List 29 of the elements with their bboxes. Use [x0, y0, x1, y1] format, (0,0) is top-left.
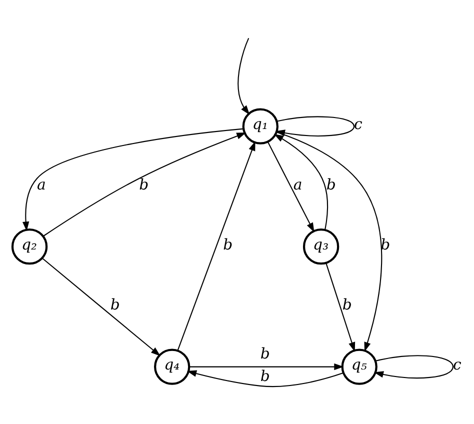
- edge-label: c: [354, 115, 362, 134]
- arrow: [43, 132, 246, 237]
- edge-label: b: [380, 235, 390, 254]
- node-circle: q₅: [341, 348, 378, 385]
- arrow: [276, 132, 382, 352]
- edge-label: c: [452, 356, 462, 374]
- edge-label: a: [293, 175, 302, 194]
- edge-label: b: [326, 175, 336, 194]
- arrow: [274, 134, 328, 230]
- arrow: [189, 363, 344, 370]
- edge-label: b: [342, 296, 352, 314]
- edge-label: a: [36, 175, 46, 194]
- node-circle: q₄: [154, 348, 190, 385]
- arrow: [326, 262, 356, 352]
- edge-label: b: [260, 366, 270, 385]
- arrow: [267, 142, 314, 232]
- arrow: [177, 141, 256, 351]
- edge-label: b: [260, 344, 270, 362]
- arrow: [22, 128, 244, 232]
- edge-label: b: [139, 175, 149, 194]
- node-circle: q₁: [242, 108, 278, 144]
- arrow: [374, 355, 454, 378]
- arrow: [42, 258, 160, 356]
- arrow: [186, 370, 344, 388]
- arrow: [238, 38, 250, 115]
- edge-label: b: [223, 235, 233, 254]
- node-circle: q₃: [302, 228, 340, 265]
- edge-label: b: [110, 296, 120, 314]
- node-circle: q₂: [11, 228, 48, 265]
